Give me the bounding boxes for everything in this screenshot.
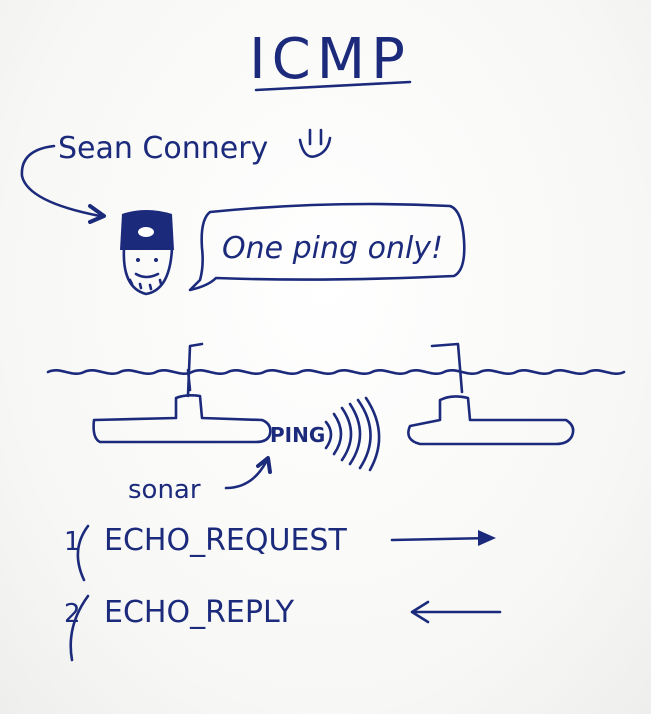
sonar-label: sonar: [128, 475, 201, 505]
sonar-pointer-arrow: [224, 456, 272, 490]
submarine-left: [92, 342, 272, 444]
diagram-title: ICMP: [249, 27, 411, 92]
step-1-label: ECHO_REQUEST: [104, 523, 347, 558]
name-pointer-arrow: [20, 144, 106, 224]
step-1-number: 1: [64, 527, 81, 557]
avatar: [120, 210, 174, 296]
character-name: Sean Connery: [58, 131, 268, 166]
speech-text: One ping only!: [222, 231, 443, 266]
arrow-right-icon: [390, 530, 496, 546]
water-surface: [46, 369, 626, 375]
step-2-number: 2: [64, 599, 81, 629]
ping-label: PING: [270, 423, 325, 447]
speech-bubble: [188, 202, 466, 292]
smiley-icon: [298, 128, 332, 158]
arrow-left-icon: [410, 600, 502, 624]
step-2-label: ECHO_REPLY: [104, 595, 295, 630]
submarine-right: [407, 342, 575, 446]
sonar-waves: [324, 396, 381, 472]
step-2-paren: [69, 594, 90, 662]
step-1-paren: [76, 524, 90, 582]
title-underline: [254, 80, 412, 92]
